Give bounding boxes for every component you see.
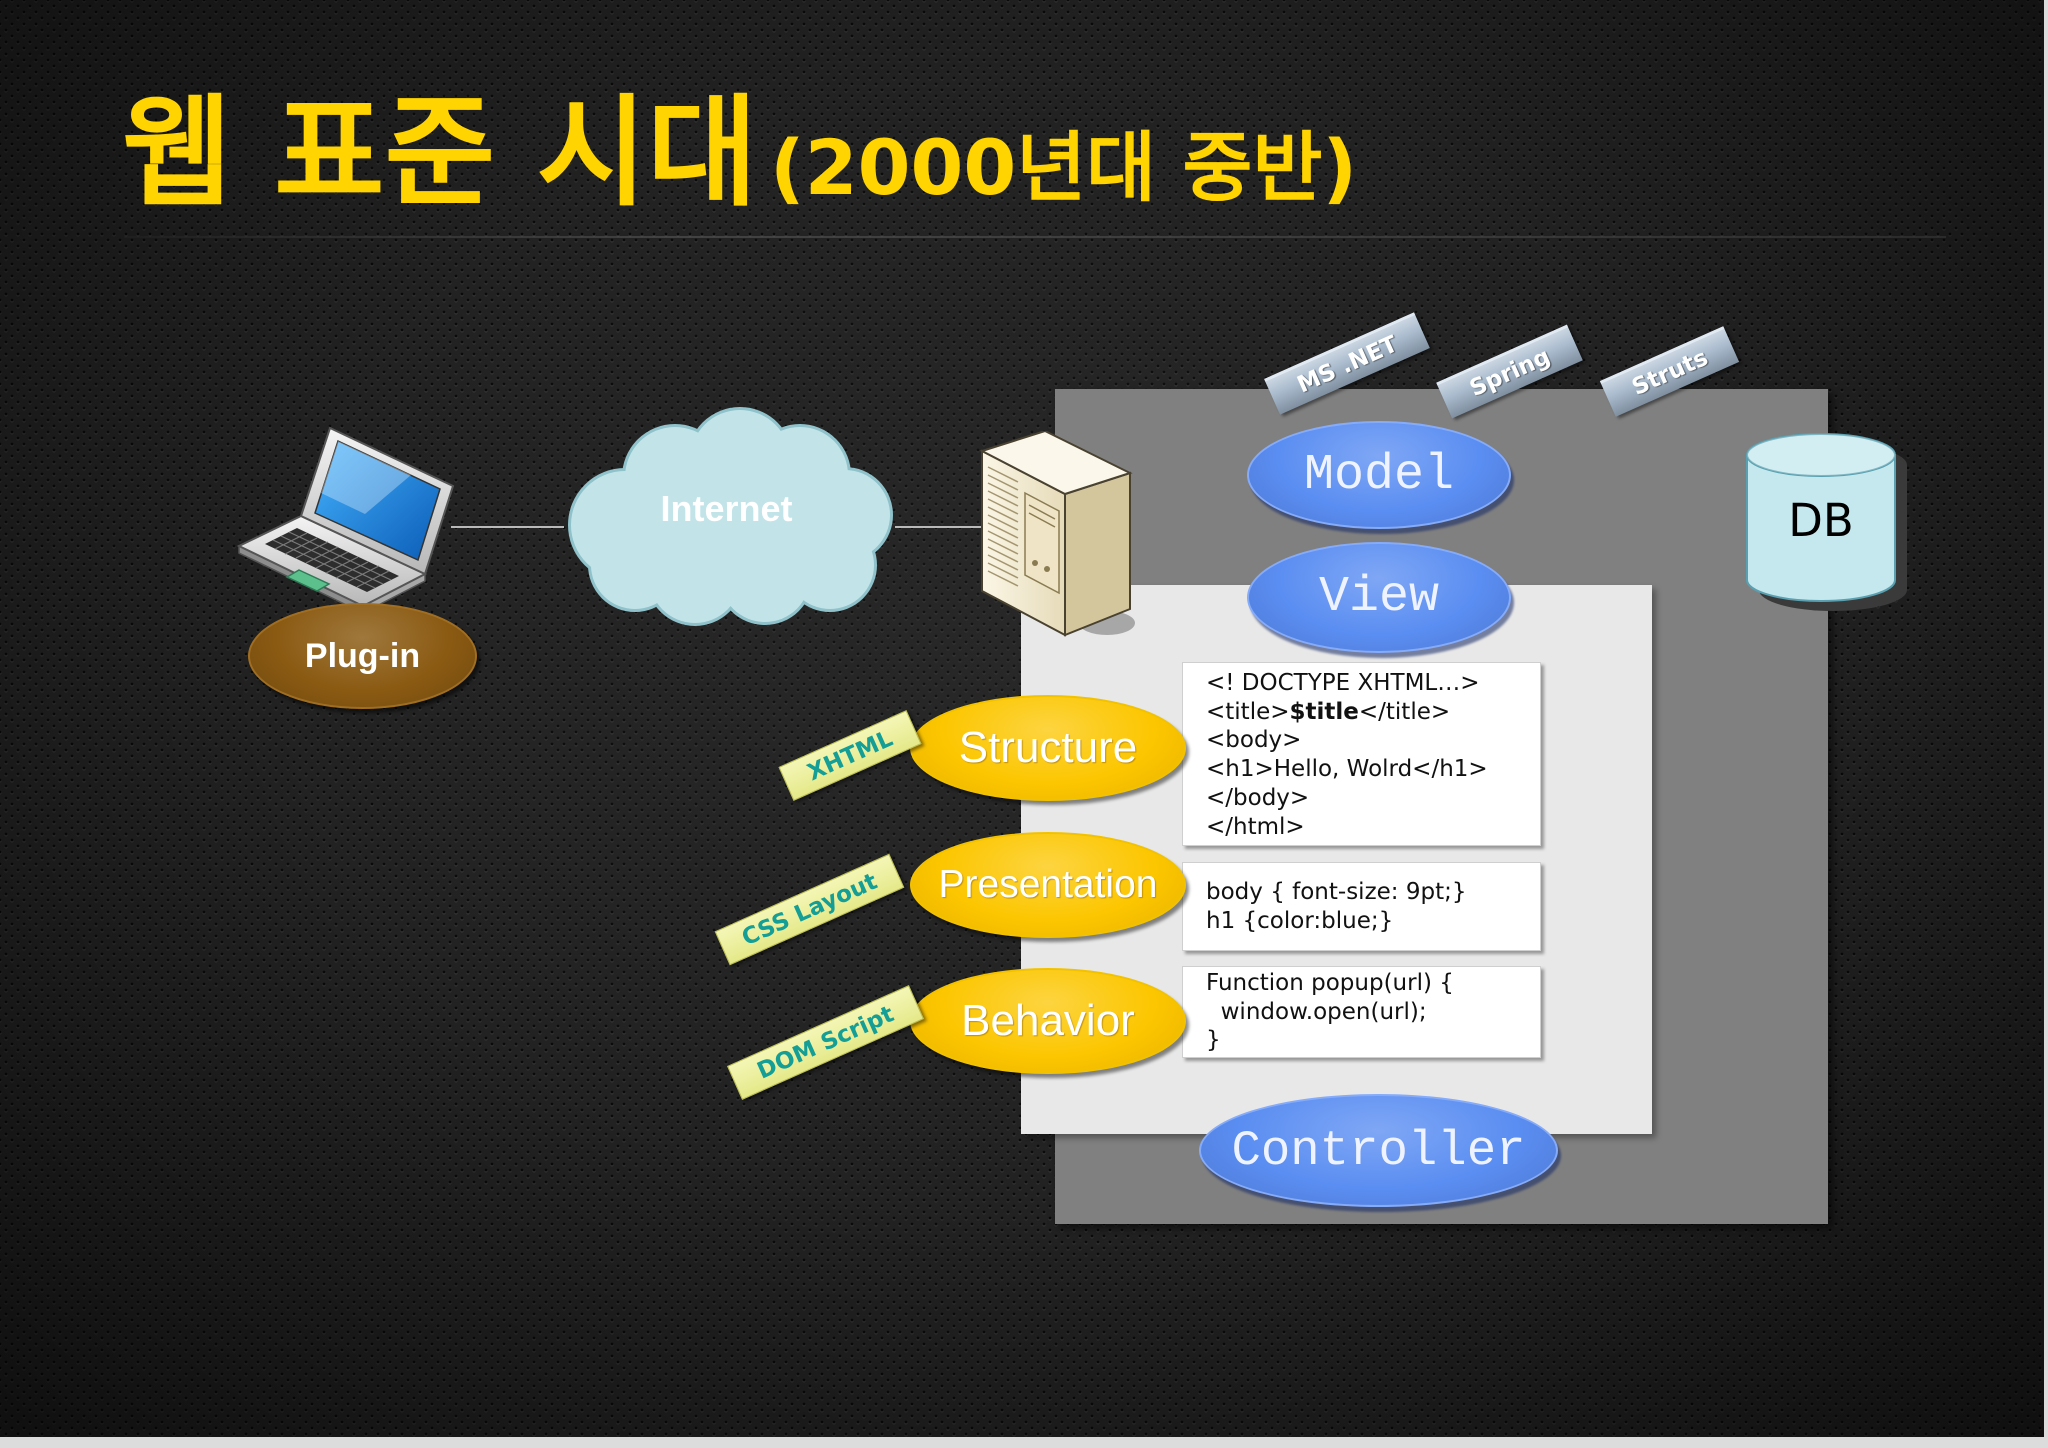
code-line: </html> xyxy=(1206,813,1540,842)
code-line: window.open(url); xyxy=(1206,998,1540,1027)
controller-ellipse: Controller xyxy=(1199,1094,1558,1207)
css-layout-tag-label: CSS Layout xyxy=(738,868,881,951)
slide-subtitle: (2000년대 중반) xyxy=(770,126,1357,210)
structure-ellipse: Structure xyxy=(910,695,1186,801)
dom-script-tag: DOM Script xyxy=(727,985,924,1100)
server-icon xyxy=(977,431,1136,640)
view-label: View xyxy=(1319,569,1439,626)
presentation-label: Presentation xyxy=(939,863,1158,907)
client-to-internet-line xyxy=(451,526,564,528)
behavior-ellipse: Behavior xyxy=(910,968,1186,1074)
code-line: <! DOCTYPE XHTML…> xyxy=(1206,669,1540,698)
code-line: <title>$title</title> xyxy=(1206,698,1540,727)
internet-label: Internet xyxy=(555,405,898,627)
css-code-box: body { font-size: 9pt;} h1 {color:blue;} xyxy=(1182,862,1541,951)
slide-title: 웹 표준 시대 xyxy=(122,88,758,220)
code-fragment: </title> xyxy=(1359,699,1450,725)
code-line: } xyxy=(1206,1026,1540,1055)
code-line: h1 {color:blue;} xyxy=(1206,907,1540,936)
database-label: DB xyxy=(1745,455,1897,585)
model-label: Model xyxy=(1304,447,1454,504)
controller-label: Controller xyxy=(1231,1123,1525,1179)
title-divider xyxy=(124,236,1946,238)
code-line: <h1>Hello, Wolrd</h1> xyxy=(1206,755,1540,784)
dom-script-tag-label: DOM Script xyxy=(753,1001,897,1084)
plugin-label: Plug-in xyxy=(305,637,420,676)
presentation-ellipse: Presentation xyxy=(910,832,1186,938)
script-code-box: Function popup(url) { window.open(url); … xyxy=(1182,966,1541,1058)
xhtml-code-box: <! DOCTYPE XHTML…> <title>$title</title>… xyxy=(1182,662,1541,846)
code-line: body { font-size: 9pt;} xyxy=(1206,878,1540,907)
xhtml-tag: XHTML xyxy=(779,710,922,801)
plugin-ellipse: Plug-in xyxy=(248,603,477,709)
css-layout-tag: CSS Layout xyxy=(715,854,905,965)
xhtml-tag-label: XHTML xyxy=(804,725,897,785)
code-variable: $title xyxy=(1290,699,1359,725)
behavior-label: Behavior xyxy=(961,996,1135,1046)
code-fragment: <title> xyxy=(1206,699,1290,725)
structure-label: Structure xyxy=(959,723,1138,773)
view-ellipse: View xyxy=(1247,542,1511,653)
code-line: </body> xyxy=(1206,784,1540,813)
code-line: Function popup(url) { xyxy=(1206,969,1540,998)
internet-to-server-line xyxy=(895,526,981,528)
laptop-icon xyxy=(235,424,457,614)
model-ellipse: Model xyxy=(1247,421,1511,529)
code-line: <body> xyxy=(1206,726,1540,755)
